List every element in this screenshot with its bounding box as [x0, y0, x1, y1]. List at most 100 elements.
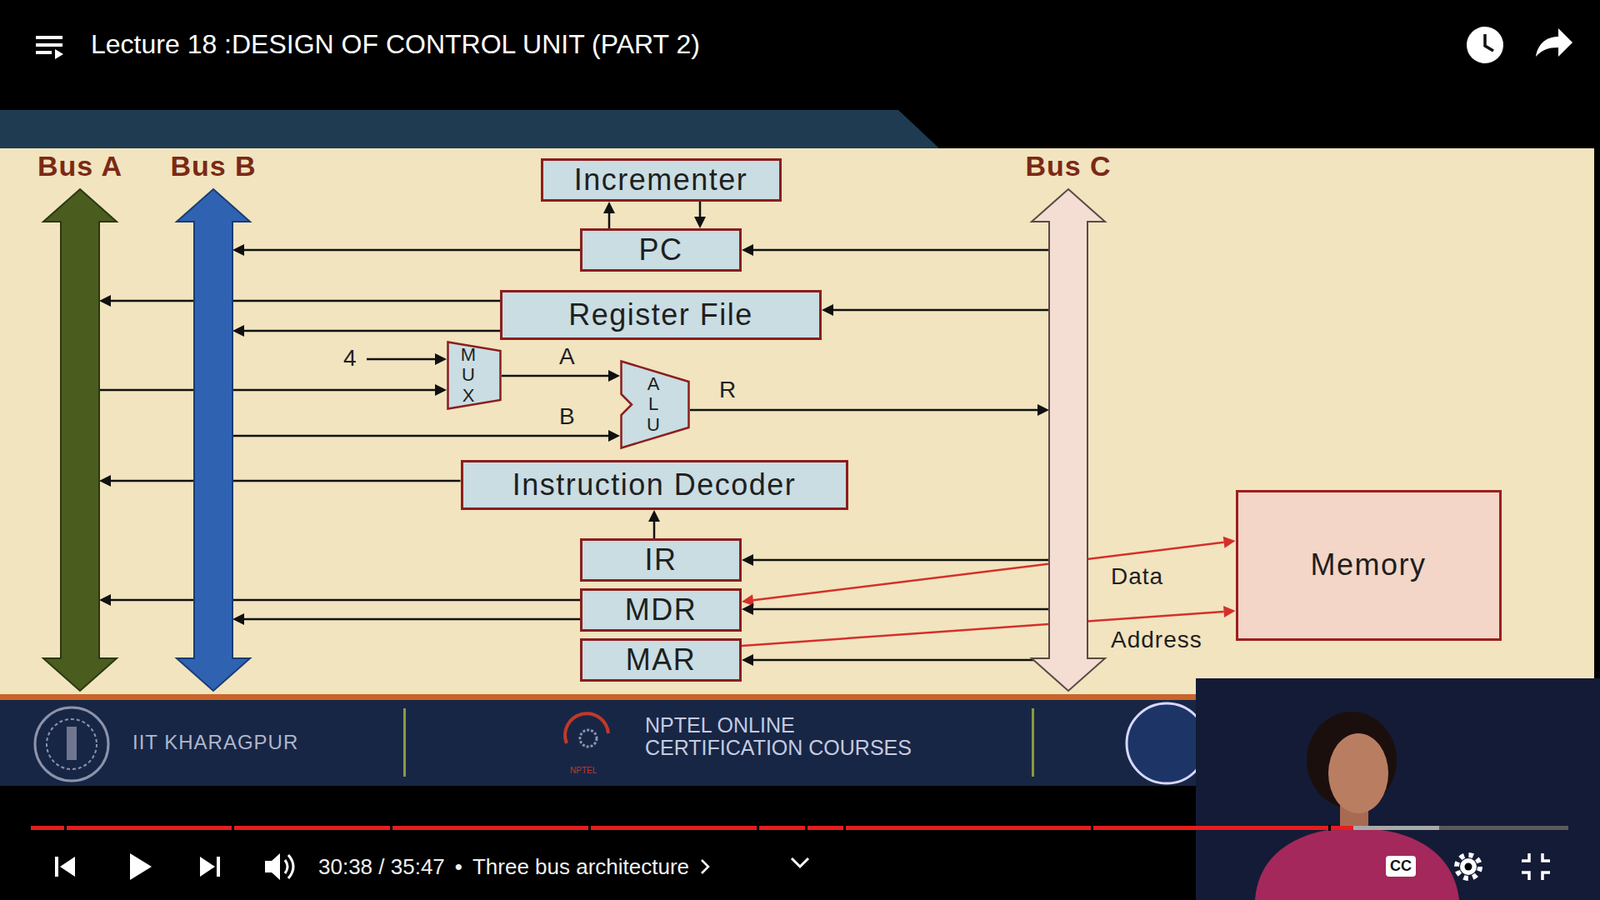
arrowhead — [741, 554, 754, 566]
captions-button: CC — [1385, 855, 1416, 877]
connector-line — [608, 213, 611, 229]
volume-icon — [265, 853, 280, 880]
bus-connector — [741, 554, 1050, 566]
slide-background — [0, 148, 1595, 695]
box-label: PC — [638, 232, 683, 267]
chapter-gap — [805, 825, 808, 831]
partial-logo — [1126, 703, 1207, 784]
register-box: MDR — [580, 588, 742, 632]
settings-teeth — [1456, 855, 1480, 879]
memory-box: Memory — [1235, 490, 1502, 641]
settings-hole — [1465, 863, 1473, 871]
connector-line — [99, 389, 435, 392]
control-row: 30:38 / 35:47 • Three bus architecture — [318, 851, 711, 882]
arrowhead — [99, 295, 111, 307]
register-box: Register File — [500, 290, 822, 340]
bus-shape — [175, 188, 251, 692]
connector-line — [753, 249, 1050, 252]
prev-icon — [60, 856, 75, 877]
arrowhead — [821, 304, 834, 316]
chapter-gap — [231, 825, 235, 831]
bus-connector — [821, 304, 1050, 316]
vertical-label: ALU — [644, 374, 663, 435]
connector-line — [244, 330, 500, 333]
video-inset — [1195, 678, 1600, 900]
bus-shape — [42, 188, 118, 692]
bus-label: Bus B — [170, 150, 256, 183]
constant-input-arrow — [366, 353, 447, 365]
bus-connector — [648, 510, 660, 539]
register-box: IR — [580, 538, 742, 582]
bus-label: Bus A — [37, 150, 123, 183]
bus-label: Bus C — [1025, 150, 1111, 183]
edge-label: R — [716, 376, 740, 404]
chapter-gap — [1328, 825, 1331, 831]
box-label: Register File — [568, 297, 754, 332]
icon-triangle — [55, 49, 64, 60]
play-icon — [130, 853, 152, 880]
iit-logo — [35, 707, 109, 781]
edge-label: B — [556, 403, 579, 430]
bus-connector — [99, 594, 580, 606]
input-constant: 4 — [343, 345, 357, 372]
connector-line — [653, 521, 656, 539]
bus-connector — [99, 475, 461, 487]
bus-arrow: Bus B — [194, 188, 233, 692]
next-icon — [200, 856, 215, 877]
face — [1328, 733, 1389, 814]
bus-connector — [741, 654, 1050, 666]
chapter-dropdown — [791, 858, 809, 867]
player-controls — [55, 853, 1550, 880]
share-icon — [1535, 28, 1573, 57]
instructor-video — [1195, 678, 1600, 900]
bus-shape — [1030, 188, 1106, 692]
bus-connector — [99, 384, 447, 396]
wire — [366, 358, 437, 361]
bus-arrow: Bus C — [1049, 188, 1088, 692]
chapter-gap — [390, 825, 393, 831]
bus-connector — [603, 201, 615, 229]
box-label: Memory — [1310, 547, 1426, 582]
logo-gear — [580, 730, 597, 747]
bus-connector — [694, 201, 706, 229]
chapter-gap — [756, 825, 760, 831]
separator-dot: • — [455, 854, 463, 880]
edge-label: Data — [1108, 563, 1166, 590]
arrowhead — [1037, 404, 1050, 416]
box-label: MAR — [625, 642, 697, 677]
course-banner: NPTEL ONLINE CERTIFICATION COURSES — [645, 714, 937, 760]
logo-arc — [565, 713, 609, 744]
box-label: Instruction Decoder — [512, 467, 797, 502]
prev-icon — [55, 856, 59, 877]
connector-line — [244, 618, 580, 621]
bus-connector — [741, 603, 1050, 615]
chevron-path — [701, 860, 709, 874]
chapter-gap — [64, 825, 67, 831]
arrowhead — [435, 353, 447, 365]
video-time: 30:38 / 35:47 — [318, 854, 445, 880]
arrowhead — [232, 613, 245, 625]
next-icon — [216, 856, 220, 877]
arrowhead — [648, 510, 660, 522]
volume-waves — [285, 855, 294, 879]
connector-line — [690, 409, 1038, 412]
bus-connector — [99, 295, 500, 307]
clock-face — [1466, 26, 1504, 64]
footer-separator — [403, 708, 406, 777]
progress-track — [30, 825, 1569, 830]
chapter-title: Three bus architecture — [472, 854, 690, 880]
arrowhead — [99, 594, 111, 606]
arrowhead — [741, 654, 754, 666]
connector-line — [753, 608, 1050, 611]
mux-body — [448, 342, 501, 410]
memory-link — [741, 536, 1236, 606]
mux-symbol: MUX — [446, 340, 502, 410]
edge-label: A — [556, 343, 579, 370]
arrowhead — [694, 216, 706, 229]
connector-line — [501, 375, 609, 378]
box-label: Incrementer — [574, 162, 749, 197]
